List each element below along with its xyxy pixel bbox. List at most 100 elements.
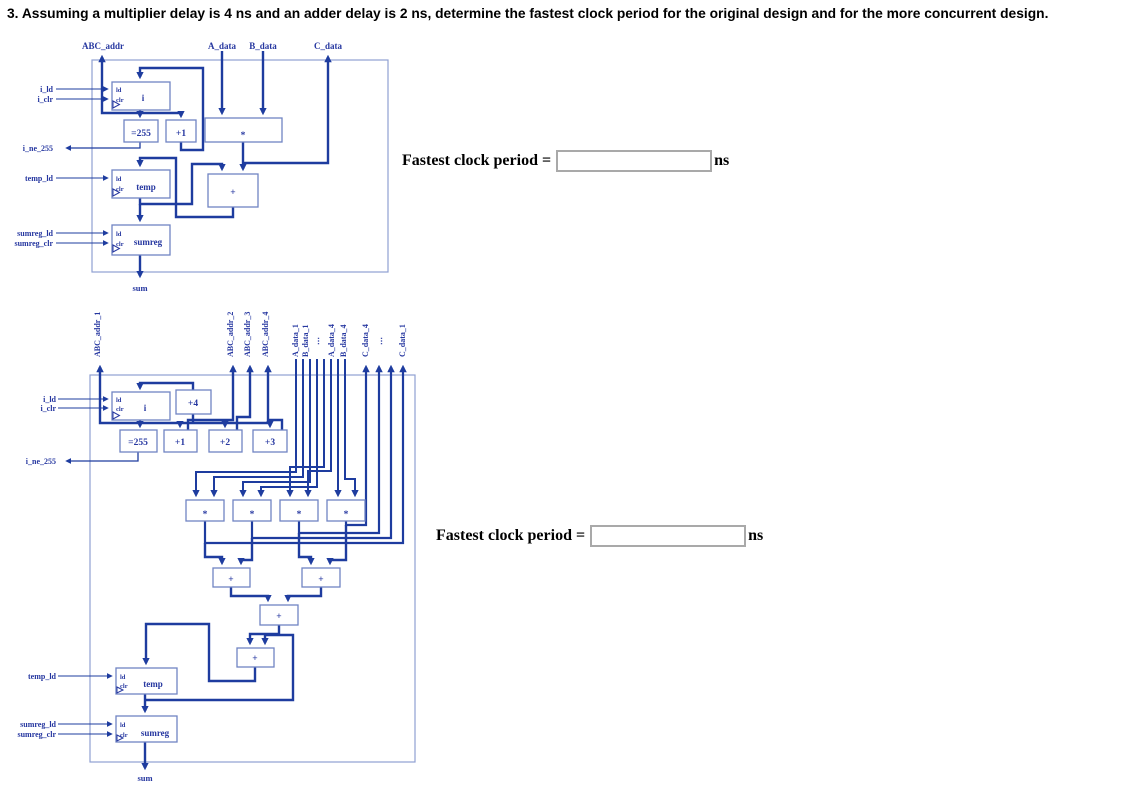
answer-row-original: Fastest clock period = ns xyxy=(402,150,729,172)
add-label: + xyxy=(318,575,323,585)
pin-ld: ld xyxy=(116,176,122,183)
d1-boxes xyxy=(111,81,283,256)
ns-unit: ns xyxy=(714,152,730,169)
register-i xyxy=(111,81,171,111)
question-title: 3. Assuming a multiplier delay is 4 ns a… xyxy=(7,6,1049,21)
port-abc-addr-1: ABC_addr_1 xyxy=(93,312,102,357)
d2-outer-box xyxy=(89,374,416,763)
clock-icon xyxy=(116,734,125,742)
mult-label: * xyxy=(250,510,255,520)
port-a-data-1: A_data_1 xyxy=(291,324,300,357)
mult-label: * xyxy=(241,131,246,141)
incrementer-plus1 xyxy=(163,429,198,453)
clock-icon xyxy=(112,100,121,109)
multiplier-2 xyxy=(232,499,272,522)
register-temp-name: temp xyxy=(143,679,163,689)
clock-period-label: Fastest clock period = xyxy=(402,152,552,169)
port-abc-addr-4: ABC_addr_4 xyxy=(261,312,270,357)
port-a-data: A_data xyxy=(208,41,237,51)
d2-boxes xyxy=(111,389,366,743)
adder xyxy=(207,173,259,208)
register-temp xyxy=(111,169,171,199)
register-temp xyxy=(115,667,178,695)
register-i xyxy=(111,391,171,421)
d2-wires xyxy=(58,359,407,771)
clock-period-input-original[interactable] xyxy=(556,150,713,172)
port-b-data-4: B_data_4 xyxy=(339,325,348,357)
add-label: + xyxy=(230,188,235,198)
ns-unit: ns xyxy=(748,527,764,544)
register-temp-name: temp xyxy=(136,182,156,192)
register-i-name: i xyxy=(144,403,147,413)
d2-labels: ABC_addr_1 ABC_addr_2 ABC_addr_3 ABC_add… xyxy=(17,312,407,783)
signal-i-clr: i_clr xyxy=(40,404,56,413)
concurrent-design-diagram: ABC_addr_1 ABC_addr_2 ABC_addr_3 ABC_add… xyxy=(17,312,416,783)
eq255-label: =255 xyxy=(128,438,148,448)
pin-clr: clr xyxy=(116,97,124,104)
port-c-data-1: C_data_1 xyxy=(398,324,407,357)
register-sumreg xyxy=(111,224,171,256)
signal-temp-ld: temp_ld xyxy=(28,672,57,681)
port-a-data-4: A_data_4 xyxy=(327,324,336,357)
comparator-eq255 xyxy=(123,119,159,143)
signal-i-ne-255: i_ne_255 xyxy=(23,144,53,153)
signal-sumreg-clr: sumreg_clr xyxy=(17,730,56,739)
multiplier-3 xyxy=(279,499,319,522)
signal-temp-ld: temp_ld xyxy=(25,174,54,183)
pin-ld: ld xyxy=(116,231,122,238)
mult-label: * xyxy=(203,510,208,520)
multiplier-1 xyxy=(185,499,225,522)
ellipsis-label: ⋯ xyxy=(377,337,386,345)
pin-ld: ld xyxy=(116,397,122,404)
port-abc-addr-3: ABC_addr_3 xyxy=(243,312,252,357)
register-sumreg-name: sumreg xyxy=(141,728,170,738)
plus3-label: +3 xyxy=(265,438,275,448)
signal-i-ne-255: i_ne_255 xyxy=(26,457,56,466)
clock-icon xyxy=(112,244,121,253)
register-sumreg-name: sumreg xyxy=(134,237,163,247)
port-sum: sum xyxy=(137,773,152,783)
pin-ld: ld xyxy=(120,722,126,729)
port-b-data: B_data xyxy=(249,41,277,51)
register-sumreg xyxy=(115,715,178,743)
port-abc-addr-2: ABC_addr_2 xyxy=(226,312,235,357)
port-b-data-1: B_data_1 xyxy=(301,325,310,357)
clock-icon xyxy=(112,188,121,197)
clock-period-label: Fastest clock period = xyxy=(436,527,586,544)
ellipsis-label: ⋯ xyxy=(314,337,323,345)
signal-i-clr: i_clr xyxy=(37,95,53,104)
port-c-data-4: C_data_4 xyxy=(361,324,370,357)
port-c-data: C_data xyxy=(314,41,343,51)
add-label: + xyxy=(276,612,281,622)
adder-2 xyxy=(301,567,341,588)
pin-clr: clr xyxy=(120,683,128,690)
plus2-label: +2 xyxy=(220,438,230,448)
eq255-label: =255 xyxy=(131,129,151,139)
multiplier-4 xyxy=(326,499,366,522)
register-i-name: i xyxy=(142,93,145,103)
clock-period-input-concurrent[interactable] xyxy=(590,525,747,547)
incrementer-plus4 xyxy=(175,389,212,415)
original-design-diagram: ABC_addr A_data B_data C_data sum i_ld i… xyxy=(14,41,389,293)
clock-icon xyxy=(112,411,121,420)
signal-sumreg-ld: sumreg_ld xyxy=(17,229,53,238)
adder-4 xyxy=(236,647,275,668)
pin-ld: ld xyxy=(116,87,122,94)
signal-i-ld: i_ld xyxy=(40,85,53,94)
adder-1 xyxy=(212,567,251,588)
d1-wires xyxy=(56,51,332,279)
pin-clr: clr xyxy=(120,732,128,739)
incrementer-plus1 xyxy=(165,119,197,143)
multiplier xyxy=(204,117,283,143)
d1-labels: ABC_addr A_data B_data C_data sum i_ld i… xyxy=(14,41,342,293)
plus1-label: +1 xyxy=(176,129,186,139)
mult-label: * xyxy=(344,510,349,520)
signal-sumreg-clr: sumreg_clr xyxy=(14,239,53,248)
port-sum: sum xyxy=(132,283,147,293)
incrementer-plus2 xyxy=(208,429,243,453)
mult-label: * xyxy=(297,510,302,520)
add-label: + xyxy=(252,654,257,664)
pin-clr: clr xyxy=(116,241,124,248)
incrementer-plus3 xyxy=(252,429,288,453)
plus4-label: +4 xyxy=(188,399,198,409)
